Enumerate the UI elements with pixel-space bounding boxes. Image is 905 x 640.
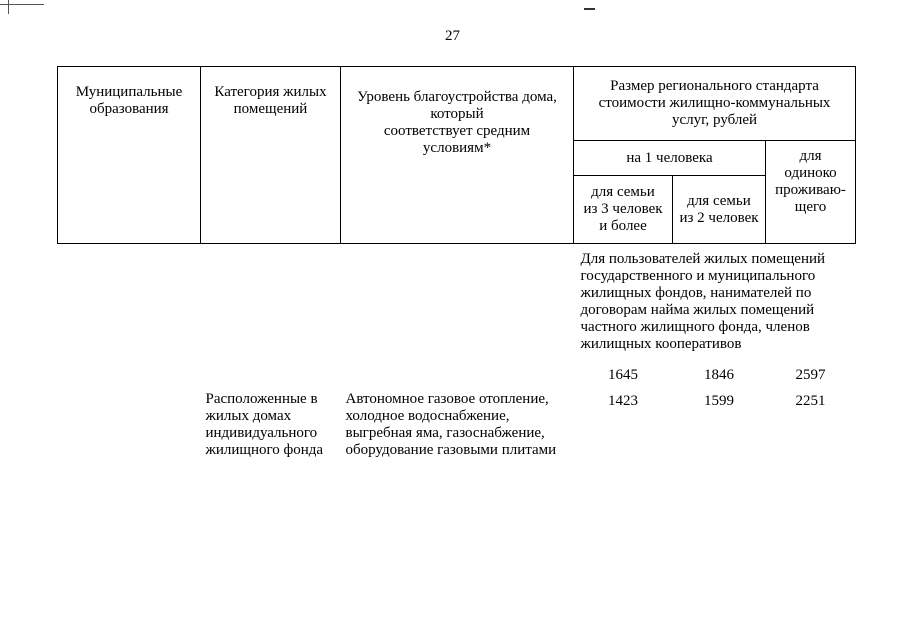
header-standard-size: Размер регионального стандарта стоимости… xyxy=(572,66,857,141)
value-family2: 1846 xyxy=(704,367,734,383)
value-single: 2597 xyxy=(795,367,826,383)
header-category: Категория жилых помещений xyxy=(200,66,341,244)
header-row-2: на 1 человека для одиноко проживаю- щего xyxy=(58,140,857,244)
amenities-cell: Автономное газовое отопление, холодное в… xyxy=(345,391,557,458)
scan-artifact-dash xyxy=(584,8,595,10)
table-row: Расположенные в жилых домах индивидуальн… xyxy=(58,384,856,459)
empty-cell xyxy=(58,384,201,459)
table-header: Муниципальные образования Категория жилы… xyxy=(57,66,857,244)
empty-cell xyxy=(341,353,574,384)
regional-standards-table: Муниципальные образования Категория жилы… xyxy=(57,66,857,460)
empty-cell xyxy=(201,353,341,384)
header-per-person: на 1 человека xyxy=(573,140,766,176)
empty-cell xyxy=(58,244,201,354)
user-category-note: Для пользователей жилых помещений госуда… xyxy=(580,251,826,352)
scan-artifact-left-tick xyxy=(8,0,9,14)
header-single-resident: для одиноко проживаю- щего xyxy=(764,140,857,244)
note-row: Для пользователей жилых помещений госуда… xyxy=(58,244,856,354)
header-family-2: для семьи из 2 человек xyxy=(672,175,766,244)
header-row-1: Муниципальные образования Категория жилы… xyxy=(57,66,857,244)
value-family3: 1423 xyxy=(608,393,638,409)
value-family2: 1599 xyxy=(704,393,734,409)
empty-cell xyxy=(201,244,341,354)
empty-cell xyxy=(341,244,574,354)
header-row-3: для семьи из 3 человек и более для семьи… xyxy=(58,175,856,244)
value-single: 2251 xyxy=(795,393,826,409)
header-amenities-level: Уровень благоустройства дома, который со… xyxy=(340,66,574,244)
category-cell: Расположенные в жилых домах индивидуальн… xyxy=(205,391,324,458)
values-row: 1645 1846 2597 xyxy=(58,353,856,384)
empty-cell xyxy=(58,353,201,384)
table-body: Для пользователей жилых помещений госуда… xyxy=(58,244,856,460)
page-number: 27 xyxy=(445,28,460,44)
value-family3: 1645 xyxy=(608,367,638,383)
header-municipalities: Муниципальные образования xyxy=(57,66,201,244)
header-family-3plus: для семьи из 3 человек и более xyxy=(573,175,673,244)
scan-artifact-top-line xyxy=(0,4,44,5)
